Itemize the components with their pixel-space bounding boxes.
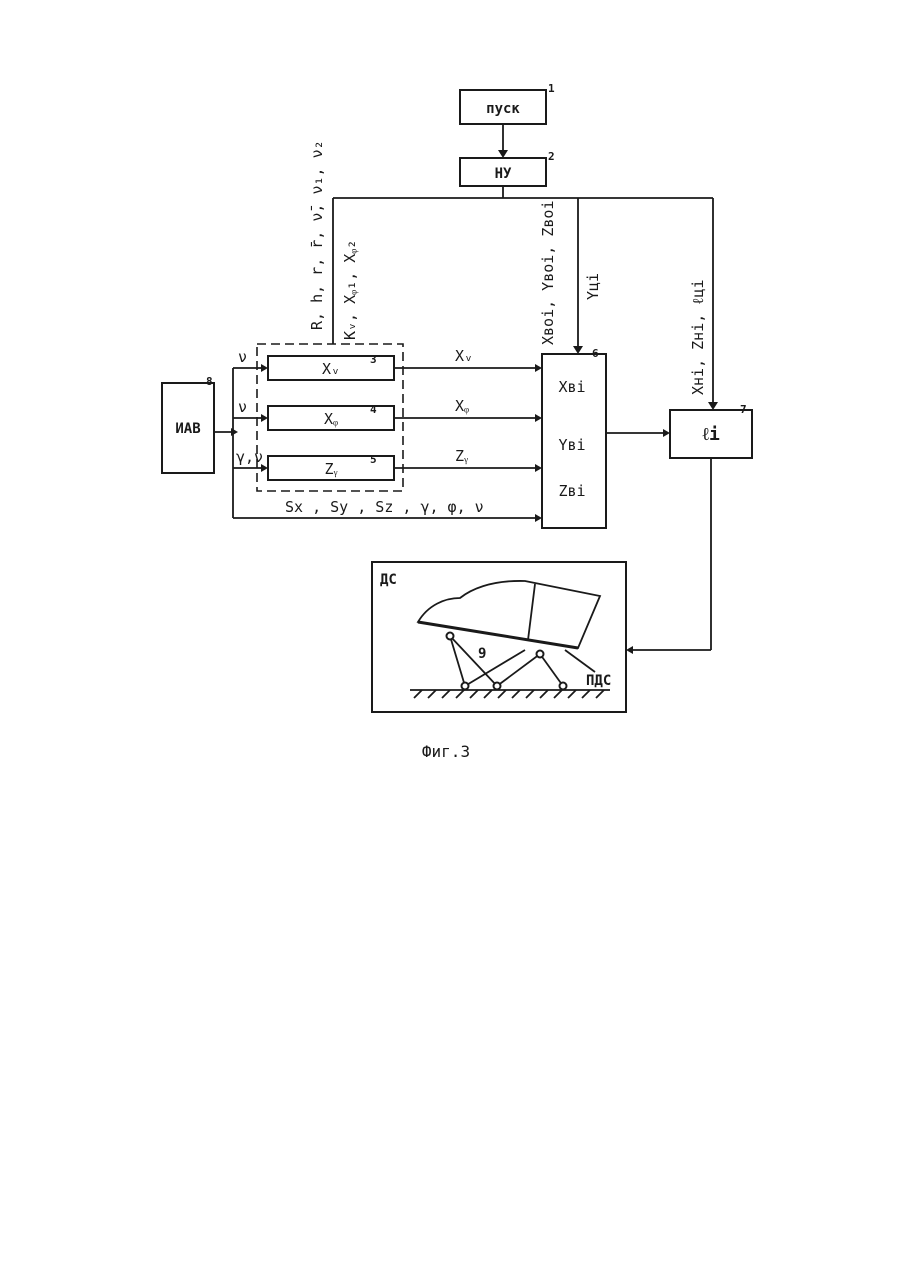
init-middle-arrow xyxy=(573,346,583,354)
input-xphi-label: ν xyxy=(238,398,247,416)
initial-conditions-number: 2 xyxy=(548,150,555,163)
actuator-number: 9 xyxy=(478,646,486,662)
init-label-b: Yцi xyxy=(584,273,602,300)
input-xv-label: ν xyxy=(238,348,247,366)
output-zg-arrow xyxy=(535,464,542,472)
initial-conditions-label: НУ xyxy=(495,166,512,182)
xv-block-number: 3 xyxy=(370,353,377,366)
output-xphi-arrow xyxy=(535,414,542,422)
length-block-label: ℓi xyxy=(702,424,720,445)
compute-line-1: Xвi xyxy=(558,378,585,396)
init-right-arrow xyxy=(708,402,718,410)
joint-bottom-2 xyxy=(494,683,501,690)
output-xv-arrow xyxy=(535,364,542,372)
start-block-label: пуск xyxy=(486,101,520,117)
output-xv-label: Xᵥ xyxy=(455,347,473,365)
init-label-a: Xвoi, Yвoi, Zвoi xyxy=(539,201,557,346)
params-label-a: R, h, r, r̄, ν̄, ν₁, ν₂ xyxy=(308,140,326,330)
figure-caption: Фиг.3 xyxy=(422,742,470,761)
xv-block-label: Xᵥ xyxy=(322,360,340,378)
joint-top-1 xyxy=(447,633,454,640)
output-zg-label: Zᵧ xyxy=(455,447,468,465)
length-block-number: 7 xyxy=(740,403,747,416)
joint-top-2 xyxy=(537,651,544,658)
xphi-block-label: Xᵩ xyxy=(324,410,338,428)
bus-label: Sx , Sy , Sz , γ, φ, ν xyxy=(285,498,484,516)
input-zg-label: γ,ν xyxy=(236,448,263,466)
compute-block-number: 6 xyxy=(592,347,599,360)
start-to-initial-arrow xyxy=(498,150,508,158)
joint-bottom-3 xyxy=(560,683,567,690)
bus-arrow xyxy=(535,514,542,522)
sensor-output-arrow xyxy=(231,428,238,436)
length-to-stand-arrow xyxy=(626,646,633,654)
sensor-block-number: 8 xyxy=(206,375,213,388)
params-label-b: Kᵥ, Xᵩ₁, Xᵩ₂ xyxy=(341,240,359,340)
platform-label: ПДС xyxy=(586,673,611,689)
input-xv-arrow xyxy=(261,364,268,372)
joint-bottom-1 xyxy=(462,683,469,690)
init-label-c: Xнi, Zнi, ℓцi xyxy=(689,279,707,395)
compute-line-3: Zвi xyxy=(558,482,585,500)
dynamic-stand-label: ДС xyxy=(380,572,397,588)
compute-to-length-arrow xyxy=(663,429,670,437)
output-xphi-label: Xᵩ xyxy=(455,397,469,415)
sensor-block-label: ИАВ xyxy=(175,421,200,437)
input-xphi-arrow xyxy=(261,414,268,422)
start-block-number: 1 xyxy=(548,82,555,95)
compute-line-2: Yвi xyxy=(558,436,585,454)
zgamma-block-label: Zᵧ xyxy=(324,460,337,478)
xphi-block-number: 4 xyxy=(370,403,377,416)
zgamma-block-number: 5 xyxy=(370,453,377,466)
